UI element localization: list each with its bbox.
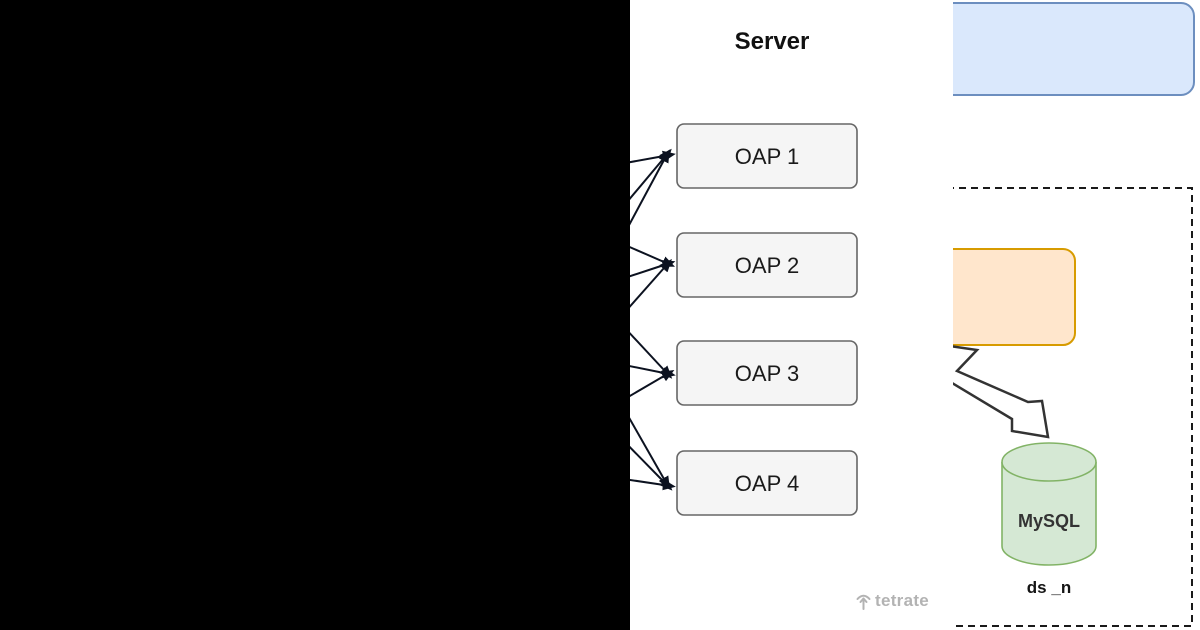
ui-box bbox=[953, 2, 1195, 96]
oap-3-node bbox=[676, 340, 858, 406]
mysql-database-cylinder: MySQL bbox=[1001, 442, 1097, 566]
server-group-title: Server bbox=[735, 28, 810, 55]
tetrate-logo-icon bbox=[856, 594, 871, 610]
storage-dashed-boundary bbox=[953, 187, 1193, 627]
oap-1-node bbox=[676, 123, 858, 189]
datasource-caption: ds _n bbox=[1027, 578, 1071, 597]
oap-2-node bbox=[676, 232, 858, 298]
oap-2-label: OAP 2 bbox=[735, 253, 799, 278]
bidirectional-arrow bbox=[953, 345, 1050, 439]
storage-service-box bbox=[953, 248, 1076, 346]
mysql-label: MySQL bbox=[1018, 511, 1080, 531]
oap-1-label: OAP 1 bbox=[735, 144, 799, 169]
black-crop-band bbox=[0, 0, 630, 630]
storage-panel: MySQL ds _n bbox=[953, 2, 1195, 627]
watermark-brand: tetrate bbox=[875, 591, 930, 610]
server-cluster: Server OAP 1 OAP 2 OAP 3 OAP 4 bbox=[569, 28, 858, 516]
oap-3-label: OAP 3 bbox=[735, 361, 799, 386]
oap-4-label: OAP 4 bbox=[735, 471, 799, 496]
watermark: tetrate bbox=[856, 591, 929, 611]
oap-4-node bbox=[676, 450, 858, 516]
